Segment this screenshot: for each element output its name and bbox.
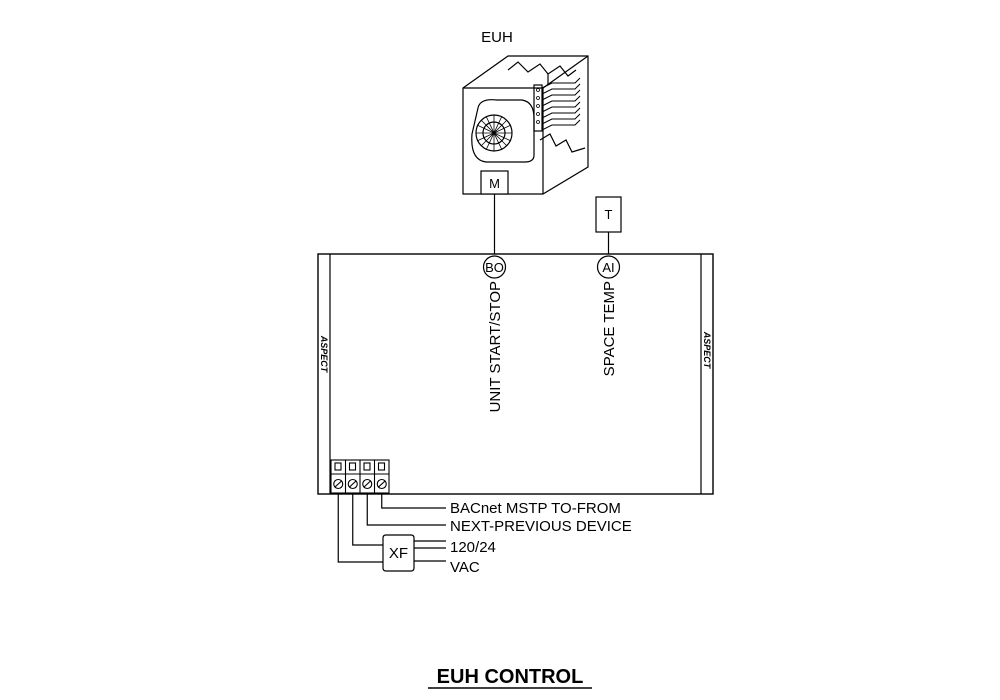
brand-right: ASPECT: [702, 331, 712, 370]
diagram-title: EUH CONTROL: [437, 666, 584, 688]
sensor-tag: T: [605, 207, 613, 222]
power-label-line2: VAC: [450, 559, 480, 576]
bacnet-label-line2: NEXT-PREVIOUS DEVICE: [450, 518, 632, 535]
bo-point-type: BO: [485, 260, 504, 275]
bacnet-label-line1: BACnet MSTP TO-FROM: [450, 500, 621, 517]
equipment-label: EUH: [481, 29, 513, 46]
bo-point-circle: [482, 255, 507, 279]
motor-tag: M: [489, 176, 500, 191]
field-wiring: [337, 493, 446, 563]
transformer-symbol: [382, 534, 415, 572]
ai-point-label: SPACE TEMP: [601, 281, 618, 376]
ai-point-type: AI: [602, 260, 614, 275]
temp-sensor-box: [595, 196, 622, 233]
power-label-line1: 120/24: [450, 539, 496, 556]
brand-left: ASPECT: [319, 335, 329, 374]
ai-point-circle: [596, 255, 621, 279]
terminal-block: [330, 459, 390, 494]
bo-point-label: UNIT START/STOP: [487, 281, 504, 412]
transformer-tag: XF: [389, 545, 408, 562]
controller-enclosure: [317, 253, 714, 495]
unit-heater-icon: [462, 55, 589, 195]
